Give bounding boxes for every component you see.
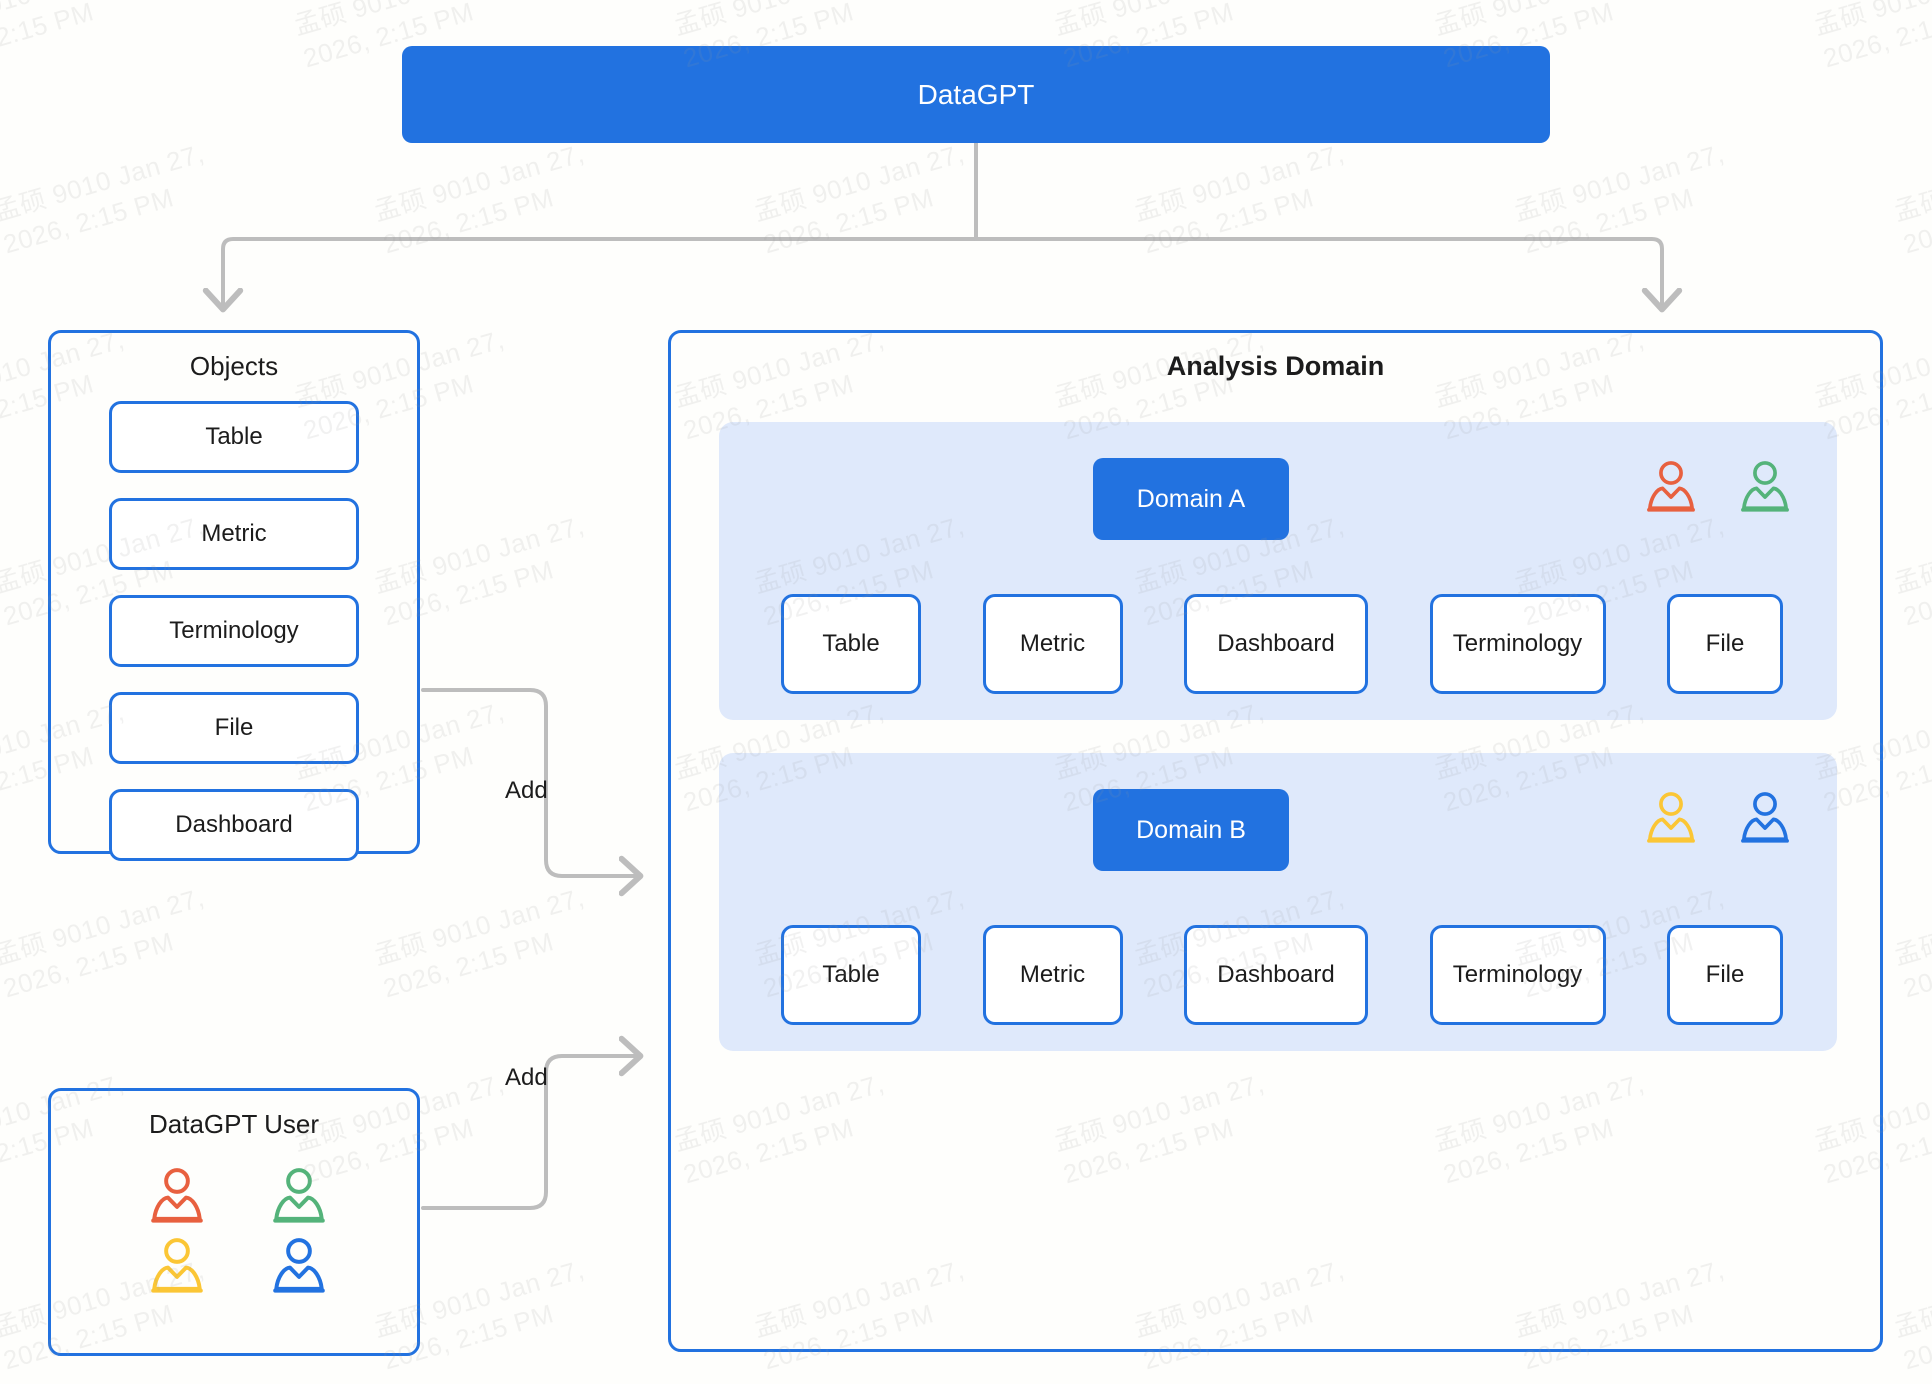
- object-item-metric[interactable]: Metric: [109, 498, 359, 570]
- user-blue-icon: [1739, 791, 1791, 845]
- object-item-file[interactable]: File: [109, 692, 359, 764]
- watermark: 孟硕 9010 Jan 27, 2026, 2:15 PM: [0, 882, 208, 1004]
- domain-child-label: File: [1705, 630, 1745, 657]
- domain-block-a: Domain A Table Metric Dashboard Terminology…: [719, 422, 1837, 720]
- object-item-table[interactable]: Table: [109, 401, 359, 473]
- domain-child-label: Dashboard: [1217, 961, 1335, 988]
- domain-b-user-avatars: [1645, 791, 1791, 845]
- domain-child-label: Terminology: [1452, 961, 1583, 988]
- watermark: 孟硕 9010 Jan 27, 2026, 2:15 PM: [370, 882, 588, 1004]
- analysis-domain-title: Analysis Domain: [1166, 351, 1385, 381]
- object-item-dashboard[interactable]: Dashboard: [109, 789, 359, 861]
- add-objects-label: Add: [505, 777, 548, 804]
- domain-chip-b-label: Domain B: [1136, 815, 1246, 844]
- domain-a-child-metric[interactable]: Metric: [982, 594, 1123, 694]
- watermark: 孟硕 9010 Jan 27, 2026, 2:15 PM: [1890, 555, 1932, 632]
- domain-a-child-terminology[interactable]: Terminology: [1429, 594, 1606, 694]
- domain-b-child-metric[interactable]: Metric: [982, 925, 1123, 1025]
- app-header-datagpt[interactable]: DataGPT: [402, 46, 1550, 143]
- watermark: 孟硕 9010 Jan 27, 2026, 2:15 PM: [750, 138, 968, 260]
- domain-a-user-avatars: [1645, 460, 1791, 514]
- datagpt-user-panel: DataGPT User: [48, 1088, 420, 1356]
- domain-child-label: Terminology: [1452, 630, 1583, 657]
- add-users-label: Add: [505, 1064, 548, 1091]
- user-green-icon: [271, 1167, 327, 1225]
- object-item-label: Table: [205, 423, 263, 450]
- object-item-label: Dashboard: [175, 811, 293, 838]
- objects-panel-title: Objects: [189, 351, 279, 381]
- domain-b-child-table[interactable]: Table: [781, 925, 921, 1025]
- watermark: 孟硕 9010 Jan 27, 2026, 2:15 PM: [0, 138, 208, 260]
- domain-child-label: Metric: [1019, 961, 1086, 988]
- domain-child-label: Table: [822, 630, 880, 657]
- domain-b-child-terminology[interactable]: Terminology: [1429, 925, 1606, 1025]
- watermark: 孟硕 9010 Jan 27, 2026, 2:15 PM: [1510, 138, 1728, 260]
- domain-b-child-file[interactable]: File: [1667, 925, 1783, 1025]
- user-yellow-icon: [149, 1237, 205, 1295]
- object-item-label: Terminology: [169, 617, 299, 644]
- watermark: 孟硕 9010 Jan 27, 2026, 2:15 PM: [1130, 138, 1348, 260]
- user-yellow-icon: [1645, 791, 1697, 845]
- domain-a-object-row: Table Metric Dashboard Terminology File: [781, 594, 1783, 694]
- watermark: 孟硕 9010 Jan 27, 2026, 2:15 PM: [1890, 1299, 1932, 1376]
- user-green-icon: [1739, 460, 1791, 514]
- object-item-label: Metric: [201, 520, 267, 547]
- domain-child-label: File: [1705, 961, 1745, 988]
- domain-child-label: Metric: [1019, 630, 1086, 657]
- watermark: 孟硕 9010 Jan 27, 2026, 2:15 PM: [1890, 183, 1932, 260]
- domain-b-object-row: Table Metric Dashboard Terminology File: [781, 925, 1783, 1025]
- domain-a-child-dashboard[interactable]: Dashboard: [1184, 594, 1368, 694]
- watermark: 孟硕 9010 Jan 27, 2026, 2:15 PM: [0, 0, 98, 53]
- user-orange-icon: [1645, 460, 1697, 514]
- domain-b-child-dashboard[interactable]: Dashboard: [1184, 925, 1368, 1025]
- domain-a-child-table[interactable]: Table: [781, 594, 921, 694]
- domain-child-label: Table: [822, 961, 880, 988]
- domain-chip-b[interactable]: Domain B: [1093, 789, 1289, 871]
- watermark: 孟硕 9010 Jan 27, 2026, 2:15 PM: [1810, 0, 1932, 74]
- watermark: 孟硕 9010 Jan 27, 2026, 2:15 PM: [370, 138, 588, 260]
- user-orange-icon: [149, 1167, 205, 1225]
- domain-block-b: Domain B Table Metric Dashboard Terminology…: [719, 753, 1837, 1051]
- datagpt-user-panel-title: DataGPT User: [148, 1109, 319, 1139]
- domain-child-label: Dashboard: [1217, 630, 1335, 657]
- app-title: DataGPT: [917, 78, 1035, 110]
- user-blue-icon: [271, 1237, 327, 1295]
- domain-a-child-file[interactable]: File: [1667, 594, 1783, 694]
- object-item-terminology[interactable]: Terminology: [109, 595, 359, 667]
- domain-chip-a-label: Domain A: [1136, 484, 1246, 513]
- object-item-label: File: [214, 714, 254, 741]
- domain-chip-a[interactable]: Domain A: [1093, 458, 1289, 540]
- watermark: 孟硕 9010 Jan 27, 2026, 2:15 PM: [1890, 927, 1932, 1004]
- datagpt-user-avatar-grid: [135, 1167, 341, 1296]
